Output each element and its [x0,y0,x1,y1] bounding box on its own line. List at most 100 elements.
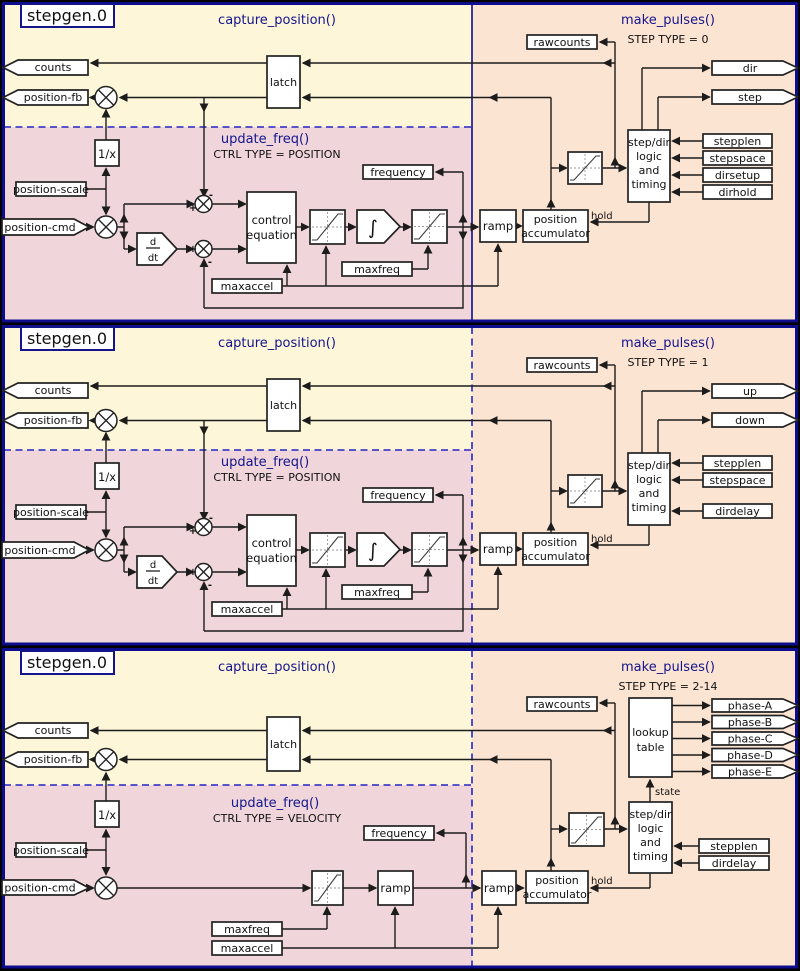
rawcounts-box [526,357,598,373]
pin-position-cmd [1,541,91,559]
make-pulses-label: make_pulses() [621,336,715,351]
step-dir-label-2: logic [636,150,662,163]
sum-node: - + [189,190,213,214]
maxaccel-label: maxaccel [221,280,274,293]
integrator-block: ∫ [356,532,402,567]
latch-block [266,378,301,432]
pin-down-label: down [735,414,765,427]
lookup-table-label-2: table [637,741,665,754]
limiter-block [568,812,605,847]
maxaccel-box [211,278,283,294]
step-dir-label-3: and [639,487,660,500]
multiplier-node [94,876,118,900]
param-stepspace-label: stepspace [709,152,765,165]
panel-border [2,2,798,323]
limiter-block [309,209,346,245]
step-dir-label-4: timing [631,501,666,514]
ramp-block [481,870,517,906]
param-dirdelay-label: dirdelay [712,857,757,870]
capture-position-label: capture_position() [218,336,336,351]
param-stepplen-box [702,455,773,471]
multiplier-node [94,747,118,772]
ddt-block: d dt [136,232,179,266]
lookup-table-block [628,697,673,778]
pin-down [711,412,800,428]
step-dir-label-2: logic [636,473,662,486]
pin-position-fb [1,89,89,106]
pin-position-scale [15,842,87,858]
step-dir-label-4: timing [631,178,666,191]
control-equation-label-2: equation [246,551,297,565]
step-type-label: STEP TYPE = 1 [627,356,708,369]
component-title-box [20,3,115,28]
sum-node: + - [189,562,213,591]
pin-position-cmd [1,879,91,896]
rawcounts-label: rawcounts [533,698,590,711]
pin-phase-b [711,714,800,730]
maxfreq-box [341,584,413,600]
sum-plus-sign: + [189,526,197,537]
pin-phase-e-label: phase-E [728,766,772,779]
param-dirsetup-box [702,167,773,183]
rawcounts-label: rawcounts [533,36,590,49]
rawcounts-box [526,34,598,50]
position-accumulator-label-1: position [534,536,578,549]
pin-position-fb-label: position-fb [24,91,82,104]
make-pulses-label: make_pulses() [621,660,715,675]
position-accumulator-block [525,870,589,904]
param-stepspace-label: stepspace [709,474,765,487]
latch-label: latch [270,738,297,751]
limiter-block [309,532,346,568]
sum-plus-sign: + [189,244,197,255]
pin-position-fb-label: position-fb [24,753,82,766]
latch-label: latch [270,399,297,412]
integrator-block: ∫ [356,209,402,244]
hold-label: hold [591,211,613,222]
reciprocal-block [94,462,120,490]
panel-border [2,648,798,969]
maxfreq-label: maxfreq [354,586,400,599]
pin-position-scale [15,181,87,197]
param-stepplen-label: stepplen [714,135,762,148]
position-accumulator-label-1: position [535,874,579,887]
pin-phase-c [711,731,800,746]
pin-position-scale-label: position-scale [13,844,89,857]
pin-phase-c-label: phase-C [728,733,773,746]
pin-position-cmd-label: position-cmd [4,544,75,557]
maxfreq-box [211,921,283,937]
sum-plus-sign: + [189,567,197,578]
step-dir-label-1: step/dir [628,136,671,149]
pin-position-scale-label: position-scale [13,506,89,519]
update-freq-label: update_freq() [221,132,309,147]
limiter-block [411,532,448,567]
step-dir-label-4: timing [633,850,668,863]
sum-minus-sign: - [208,257,212,268]
pin-counts-label: counts [35,384,72,397]
maxaccel-box [211,940,283,956]
param-stepspace-box [702,150,773,166]
panel-step-type-1: stepgen.0 capture_position() make_pulses… [1,325,800,646]
component-title: stepgen.0 [27,653,107,672]
position-accumulator-label-2: accumulator [521,227,590,240]
param-dirdelay-box [702,503,773,519]
pin-position-scale-label: position-scale [13,183,89,196]
position-accumulator-label-2: accumulator [521,550,590,563]
wires [85,37,711,309]
param-stepplen-label: stepplen [710,840,758,853]
step-type-label: STEP TYPE = 2-14 [619,680,718,693]
multiplier-node [94,215,118,239]
maxaccel-label: maxaccel [221,603,274,616]
pin-counts-label: counts [35,724,72,737]
control-equation-label-2: equation [246,228,297,242]
ramp-label: ramp [483,219,513,233]
frequency-box [362,487,434,503]
step-dir-logic-block [627,129,671,203]
pin-phase-b-label: phase-B [728,716,772,729]
sum-minus-sign: - [209,190,213,201]
multiplier-node [94,408,118,433]
frequency-label: frequency [371,827,427,840]
reciprocal-block [94,800,120,828]
param-stepplen-box [698,838,770,854]
